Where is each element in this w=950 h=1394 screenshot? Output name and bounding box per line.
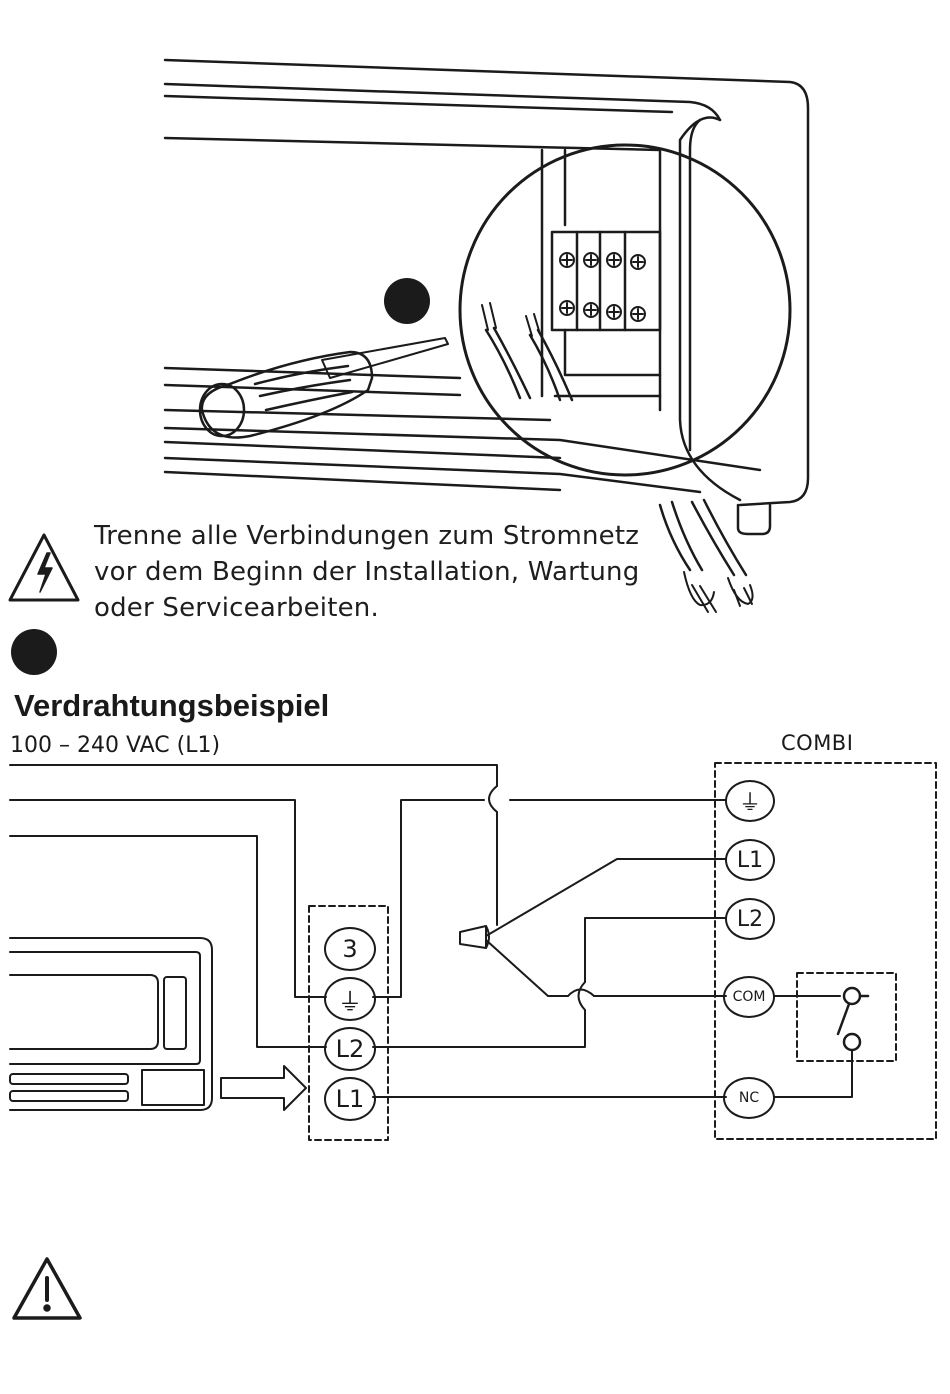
thermostat-terminal-l1: L1	[324, 1077, 376, 1121]
device-housing	[165, 60, 808, 534]
thermostat-terminal-earth: ⏚	[324, 977, 376, 1021]
electric-hazard-icon	[10, 535, 78, 600]
wire-nut-icon	[460, 926, 489, 948]
wiring-lines	[10, 765, 852, 1097]
warning-line-1: Trenne alle Verbindungen zum Stromnetz	[94, 518, 639, 554]
terminal-screws	[560, 253, 645, 321]
combi-terminal-earth: ⏚	[725, 780, 775, 822]
warning-text: Trenne alle Verbindungen zum Stromnetz v…	[94, 518, 639, 626]
combi-terminal-l1: L1	[725, 839, 775, 881]
warning-line-3: oder Servicearbeiten.	[94, 590, 639, 626]
thermostat-device	[10, 938, 212, 1110]
combi-label: COMBI	[781, 731, 853, 755]
right-arrow-icon	[221, 1066, 306, 1110]
combi-terminal-nc: NC	[723, 1077, 775, 1119]
relay-switch-icon	[838, 988, 868, 1050]
section-heading: Verdrahtungsbeispiel	[14, 688, 329, 724]
magnifier-circle	[460, 145, 790, 475]
combi-terminal-com: COM	[723, 976, 775, 1018]
voltage-label: 100 – 240 VAC (L1)	[10, 733, 220, 758]
warning-line-2: vor dem Beginn der Installation, Wartung	[94, 554, 639, 590]
step-bullet-icon	[384, 278, 430, 324]
caution-icon	[14, 1259, 80, 1318]
thermostat-terminal-3: 3	[324, 927, 376, 971]
thermostat-terminal-l2: L2	[324, 1027, 376, 1071]
step-bullet-icon	[11, 629, 57, 675]
combi-terminal-l2: L2	[725, 898, 775, 940]
